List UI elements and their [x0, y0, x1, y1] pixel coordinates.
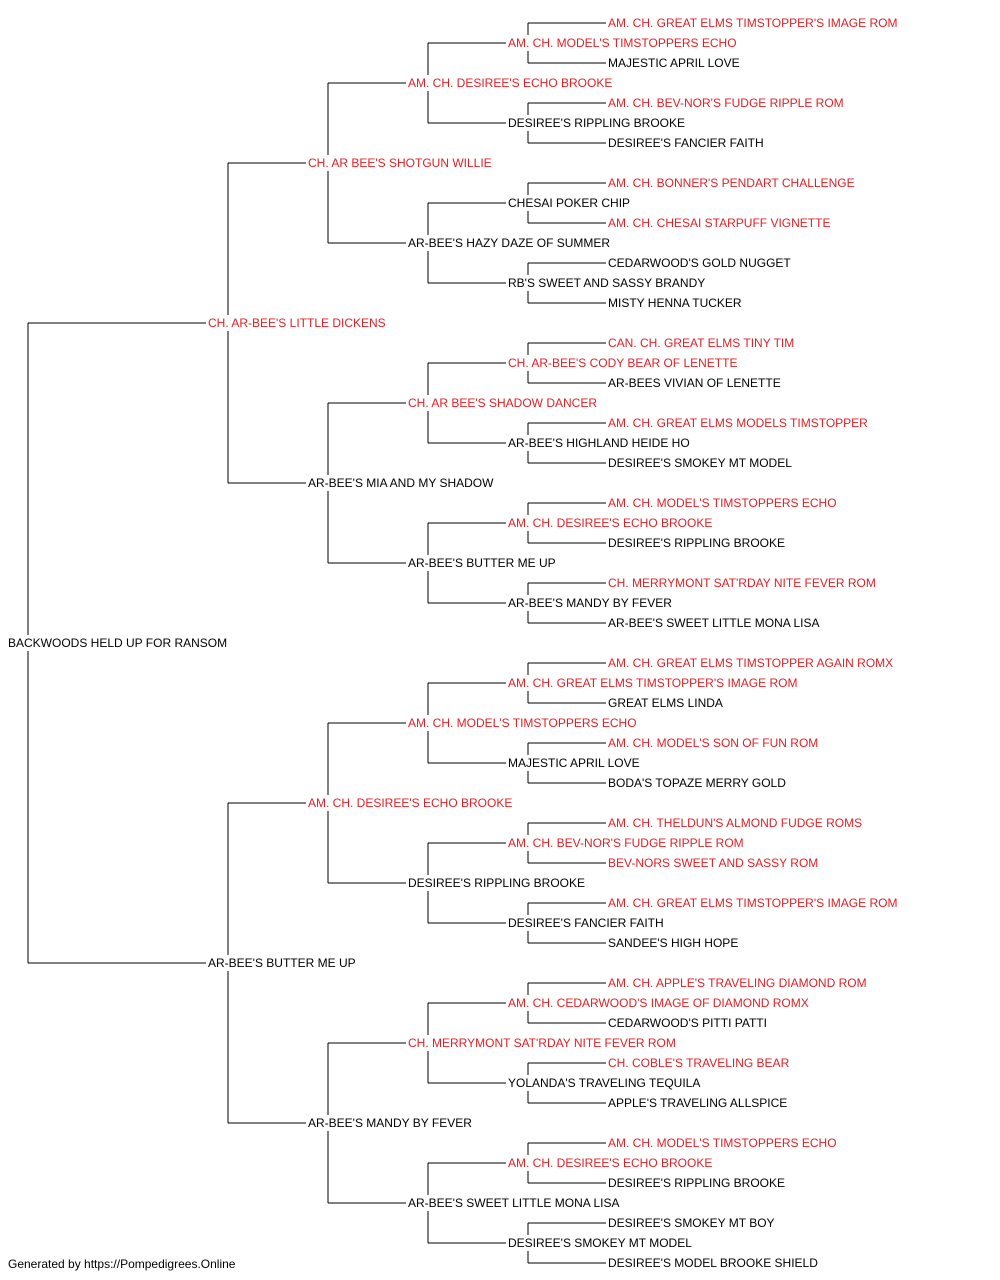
ancestor-name: AR-BEE'S BUTTER ME UP — [208, 956, 356, 970]
ancestor-name: DESIREE'S RIPPLING BROOKE — [608, 536, 785, 550]
ancestor-name: CH. AR BEE'S SHOTGUN WILLIE — [308, 156, 492, 170]
ancestor-name: AM. CH. THELDUN'S ALMOND FUDGE ROMS — [608, 816, 862, 830]
ancestor-name: AM. CH. GREAT ELMS MODELS TIMSTOPPER — [608, 416, 868, 430]
ancestor-name: AM. CH. GREAT ELMS TIMSTOPPER AGAIN ROMX — [608, 656, 893, 670]
ancestor-name: CEDARWOOD'S PITTI PATTI — [608, 1016, 767, 1030]
ancestor-name: CH. MERRYMONT SAT'RDAY NITE FEVER ROM — [408, 1036, 676, 1050]
ancestor-name: CAN. CH. GREAT ELMS TINY TIM — [608, 336, 794, 350]
ancestor-name: DESIREE'S FANCIER FAITH — [608, 136, 764, 150]
ancestor-name: AM. CH. BEV-NOR'S FUDGE RIPPLE ROM — [608, 96, 844, 110]
ancestor-name: CEDARWOOD'S GOLD NUGGET — [608, 256, 791, 270]
ancestor-name: AR-BEE'S SWEET LITTLE MONA LISA — [608, 616, 819, 630]
ancestor-name: AM. CH. DESIREE'S ECHO BROOKE — [308, 796, 512, 810]
ancestor-name: GREAT ELMS LINDA — [608, 696, 723, 710]
ancestor-name: DESIREE'S SMOKEY MT MODEL — [508, 1236, 692, 1250]
ancestor-name: AM. CH. DESIREE'S ECHO BROOKE — [408, 76, 612, 90]
ancestor-name: BODA'S TOPAZE MERRY GOLD — [608, 776, 786, 790]
ancestor-name: AM. CH. GREAT ELMS TIMSTOPPER'S IMAGE RO… — [508, 676, 797, 690]
ancestor-name: APPLE'S TRAVELING ALLSPICE — [608, 1096, 787, 1110]
ancestor-name: DESIREE'S SMOKEY MT MODEL — [608, 456, 792, 470]
ancestor-name: DESIREE'S RIPPLING BROOKE — [608, 1176, 785, 1190]
ancestor-name: DESIREE'S RIPPLING BROOKE — [508, 116, 685, 130]
ancestor-name: AR-BEE'S SWEET LITTLE MONA LISA — [408, 1196, 619, 1210]
ancestor-name: MAJESTIC APRIL LOVE — [508, 756, 640, 770]
ancestor-name: MAJESTIC APRIL LOVE — [608, 56, 740, 70]
ancestor-name: AR-BEE'S MANDY BY FEVER — [308, 1116, 472, 1130]
ancestor-name: AM. CH. MODEL'S SON OF FUN ROM — [608, 736, 818, 750]
ancestor-name: DESIREE'S FANCIER FAITH — [508, 916, 664, 930]
ancestor-name: AR-BEES VIVIAN OF LENETTE — [608, 376, 781, 390]
ancestor-name: DESIREE'S MODEL BROOKE SHIELD — [608, 1256, 818, 1270]
ancestor-name: YOLANDA'S TRAVELING TEQUILA — [508, 1076, 700, 1090]
ancestor-name: AM. CH. CHESAI STARPUFF VIGNETTE — [608, 216, 830, 230]
ancestor-name: AM. CH. APPLE'S TRAVELING DIAMOND ROM — [608, 976, 867, 990]
ancestor-name: AM. CH. BONNER'S PENDART CHALLENGE — [608, 176, 855, 190]
ancestor-name: AM. CH. MODEL'S TIMSTOPPERS ECHO — [508, 36, 737, 50]
ancestor-name: SANDEE'S HIGH HOPE — [608, 936, 738, 950]
ancestor-name: AM. CH. MODEL'S TIMSTOPPERS ECHO — [608, 496, 837, 510]
ancestor-name: AR-BEE'S HAZY DAZE OF SUMMER — [408, 236, 610, 250]
footer-credit: Generated by https://Pompedigrees.Online — [8, 1257, 236, 1271]
ancestor-name: AR-BEE'S MANDY BY FEVER — [508, 596, 672, 610]
ancestor-name: AR-BEE'S MIA AND MY SHADOW — [308, 476, 494, 490]
ancestor-name: AM. CH. BEV-NOR'S FUDGE RIPPLE ROM — [508, 836, 744, 850]
ancestor-name: AR-BEE'S HIGHLAND HEIDE HO — [508, 436, 690, 450]
ancestor-name: CH. AR BEE'S SHADOW DANCER — [408, 396, 597, 410]
ancestor-name: AR-BEE'S BUTTER ME UP — [408, 556, 556, 570]
ancestor-name: AM. CH. GREAT ELMS TIMSTOPPER'S IMAGE RO… — [608, 16, 897, 30]
ancestor-name: CH. AR-BEE'S CODY BEAR OF LENETTE — [508, 356, 737, 370]
ancestor-name: MISTY HENNA TUCKER — [608, 296, 742, 310]
ancestor-name: BEV-NORS SWEET AND SASSY ROM — [608, 856, 818, 870]
ancestor-name: AM. CH. MODEL'S TIMSTOPPERS ECHO — [408, 716, 637, 730]
ancestor-name: CH. COBLE'S TRAVELING BEAR — [608, 1056, 790, 1070]
ancestor-name: RB'S SWEET AND SASSY BRANDY — [508, 276, 705, 290]
ancestor-name: DESIREE'S RIPPLING BROOKE — [408, 876, 585, 890]
ancestor-name: AM. CH. CEDARWOOD'S IMAGE OF DIAMOND ROM… — [508, 996, 809, 1010]
ancestor-name: AM. CH. GREAT ELMS TIMSTOPPER'S IMAGE RO… — [608, 896, 897, 910]
ancestor-name: AM. CH. DESIREE'S ECHO BROOKE — [508, 516, 712, 530]
ancestor-name: CH. MERRYMONT SAT'RDAY NITE FEVER ROM — [608, 576, 876, 590]
ancestor-name: CH. AR-BEE'S LITTLE DICKENS — [208, 316, 386, 330]
subject-name: BACKWOODS HELD UP FOR RANSOM — [8, 636, 227, 650]
ancestor-name: AM. CH. DESIREE'S ECHO BROOKE — [508, 1156, 712, 1170]
ancestor-name: CHESAI POKER CHIP — [508, 196, 630, 210]
ancestor-name: DESIREE'S SMOKEY MT BOY — [608, 1216, 775, 1230]
ancestor-name: AM. CH. MODEL'S TIMSTOPPERS ECHO — [608, 1136, 837, 1150]
